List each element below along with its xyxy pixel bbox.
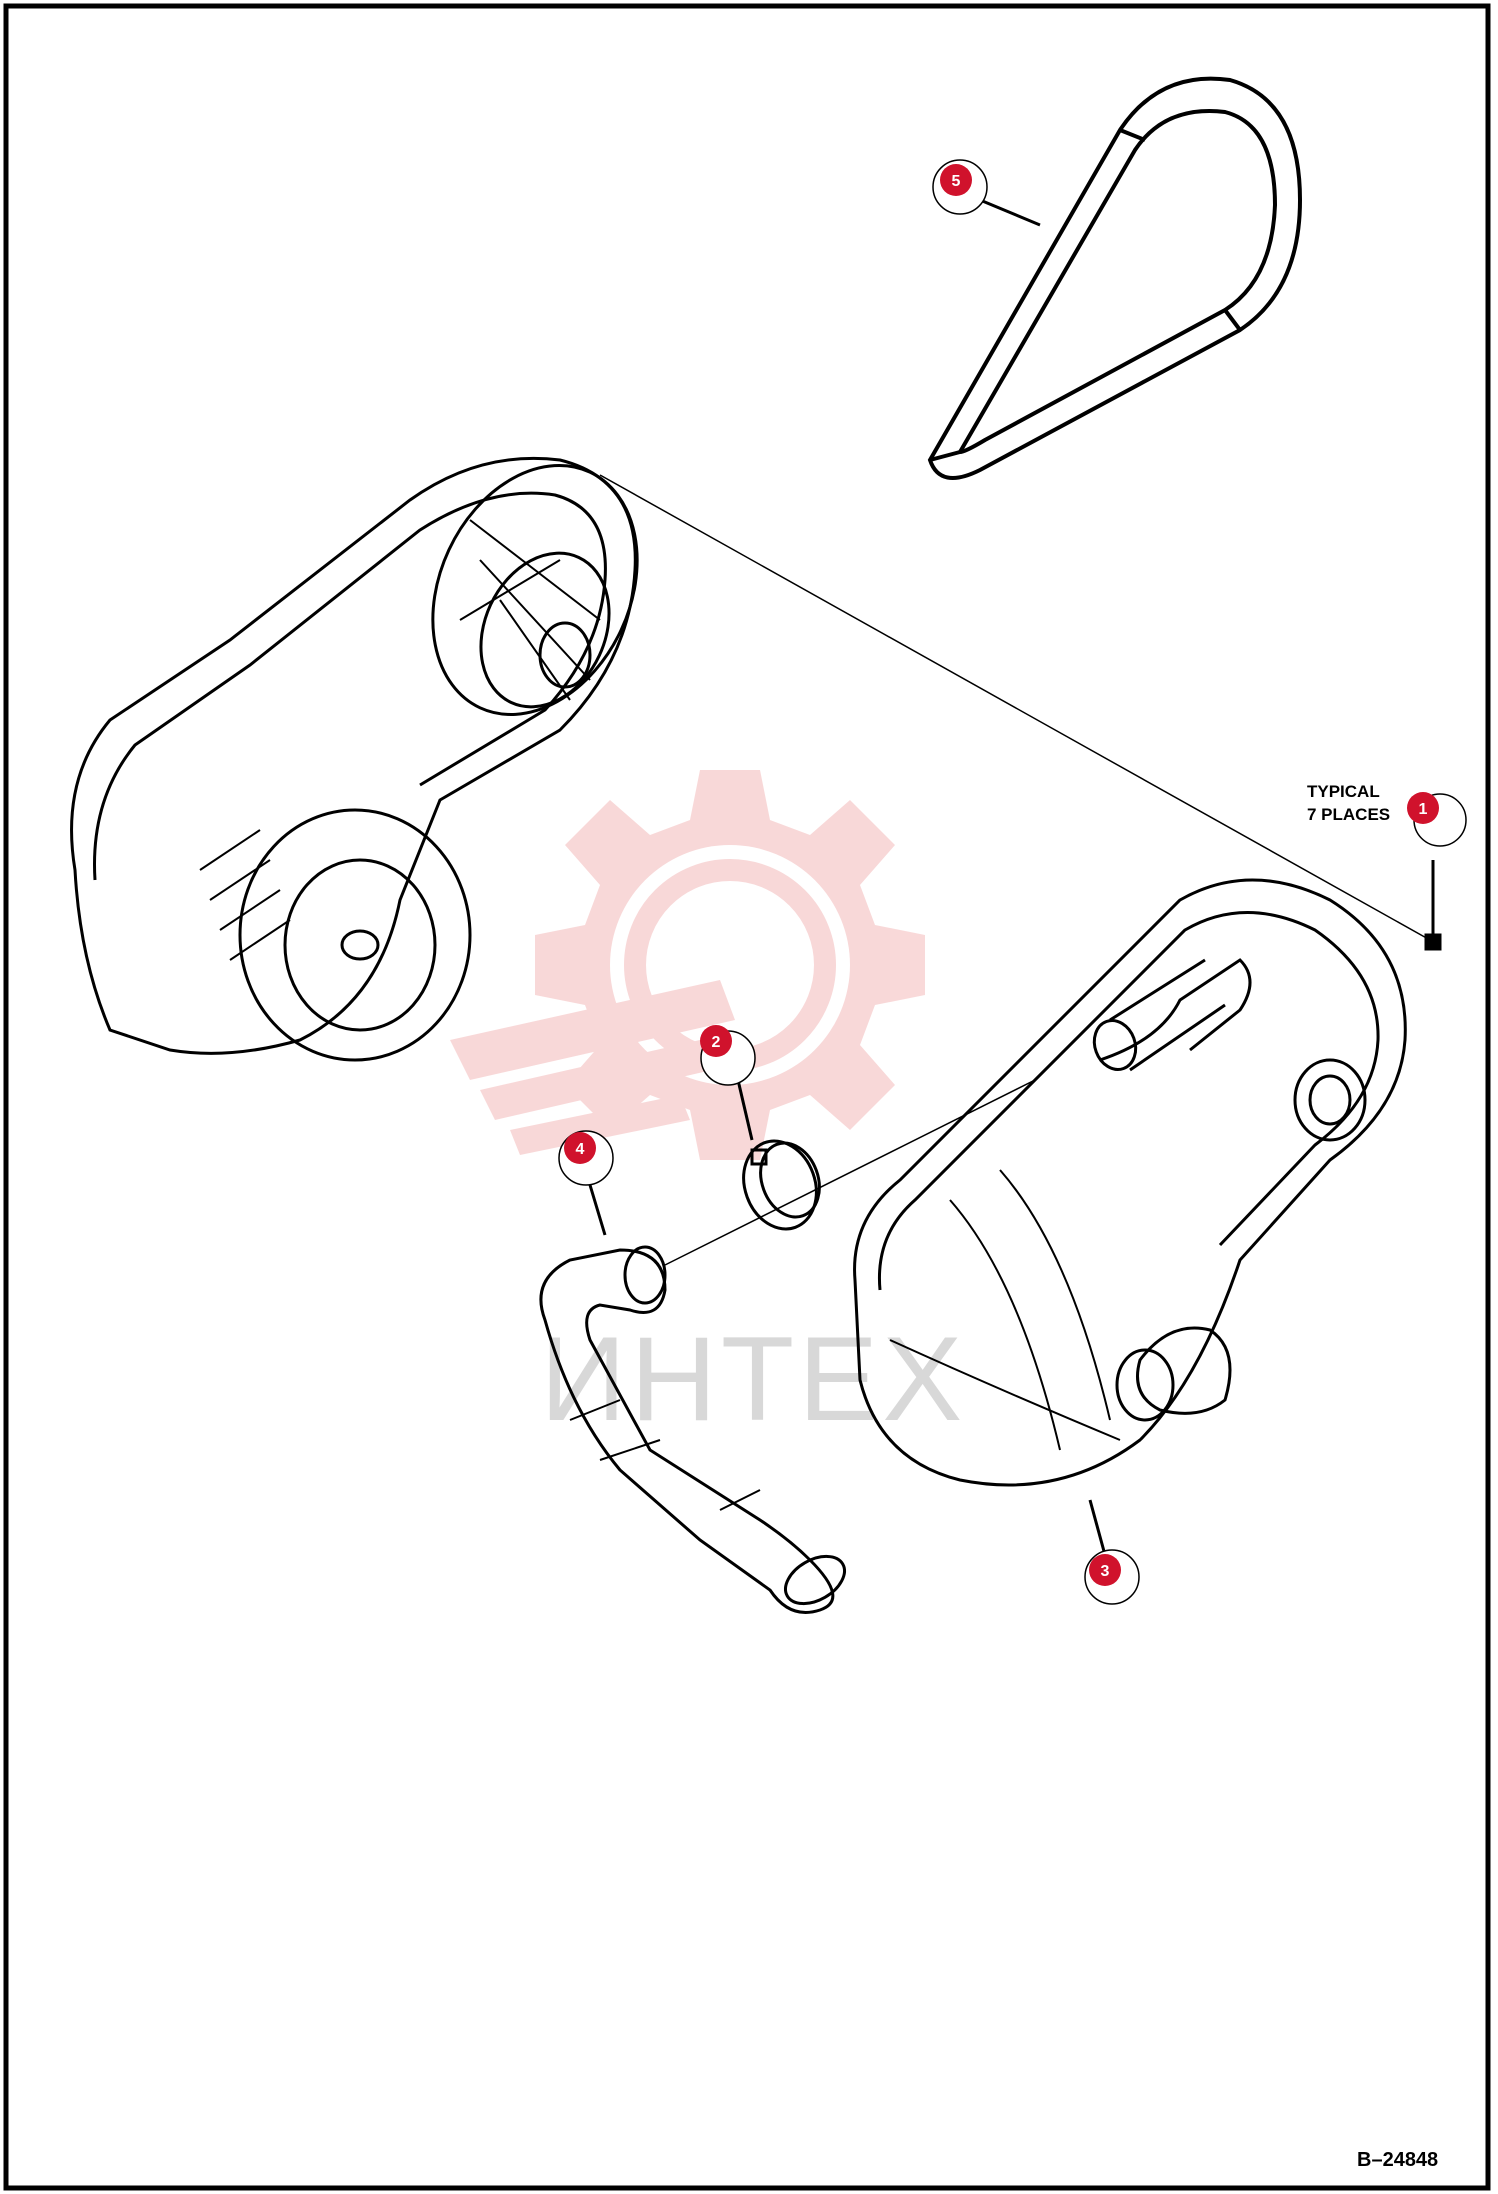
diagram-border	[3, 3, 1491, 2191]
duct-hose	[539, 1245, 846, 1614]
watermark-text: ИНТЕХ	[540, 1312, 966, 1446]
bolt	[1424, 860, 1442, 951]
leader-clutch-cover	[599, 474, 1431, 941]
drive-belt	[927, 76, 1303, 480]
watermark-logo	[450, 770, 925, 1160]
note-places: 7 PLACES	[1307, 805, 1390, 824]
svg-text:4: 4	[576, 1141, 585, 1158]
callout-4[interactable]: 4	[558, 1130, 614, 1186]
svg-text:2: 2	[712, 1034, 721, 1051]
svg-text:1: 1	[1419, 801, 1428, 818]
figure-code: B–24848	[1357, 2149, 1438, 2171]
svg-text:3: 3	[1101, 1563, 1110, 1580]
callout-2[interactable]: 2	[700, 1025, 756, 1086]
callout-1[interactable]: 1	[1407, 792, 1467, 847]
note-typical: TYPICAL	[1307, 782, 1380, 801]
callout-5[interactable]: 5	[932, 159, 988, 215]
callout-3[interactable]: 3	[1084, 1549, 1140, 1605]
callout-leaders	[588, 198, 1107, 1556]
clutch-assembly	[70, 456, 639, 1062]
svg-text:5: 5	[952, 173, 961, 190]
hose-clamp	[742, 1139, 821, 1231]
clutch-cover	[853, 878, 1407, 1487]
leader-hose-cover	[664, 1079, 1036, 1266]
